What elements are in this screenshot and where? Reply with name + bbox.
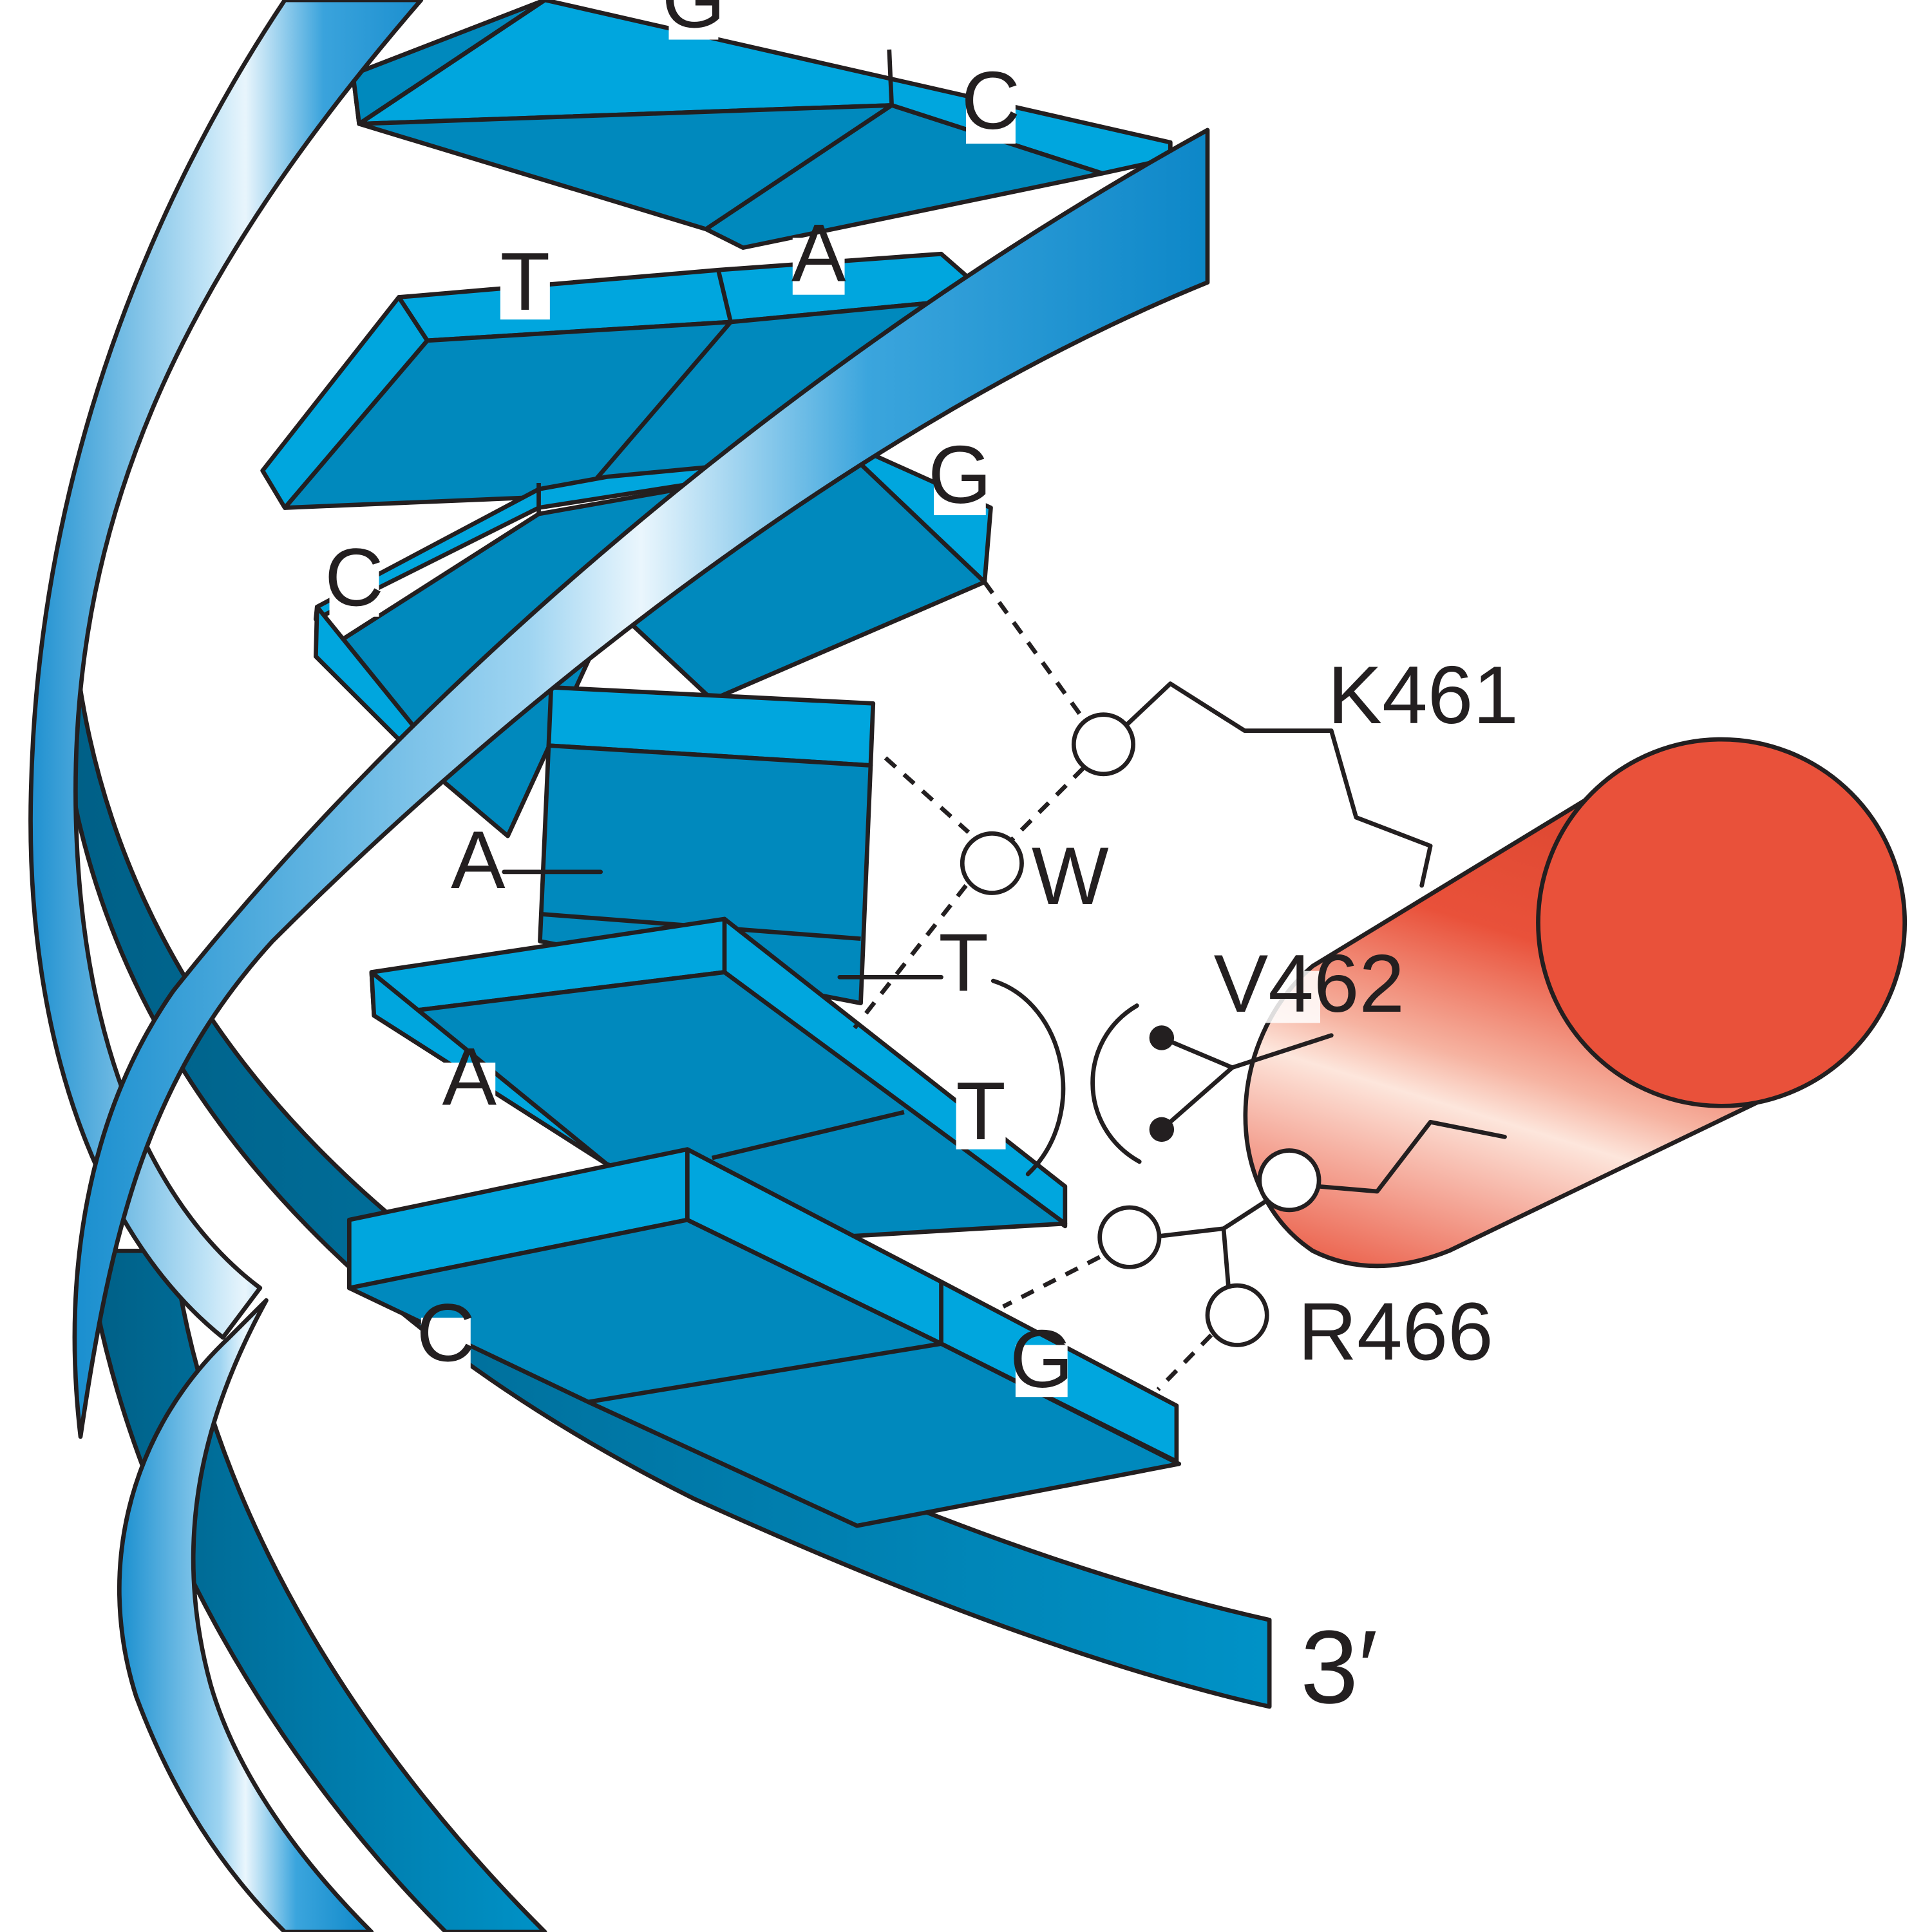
front-strand-middle: [72, 128, 1210, 1439]
base-label-pair1-left: G: [662, 0, 726, 44]
v462-methyl-1: [1149, 1025, 1175, 1050]
r466-atom-1: [1257, 1148, 1321, 1213]
base-label-pair1-right: C: [961, 55, 1021, 146]
k461-side-chain: [1124, 681, 1433, 888]
base-label-pair6-right: G: [1010, 1313, 1074, 1405]
v462-methyl-2: [1149, 1117, 1175, 1142]
label-3-prime: 3′: [1300, 1609, 1378, 1725]
base-label-pair3-left: C: [325, 531, 384, 623]
k461-amine-atom: [1071, 712, 1135, 777]
vdw-arc-dna: [990, 978, 1066, 1177]
base-labels: G C T A C G A T A T C G: [325, 0, 1074, 1405]
protein-alpha-helix: [1243, 737, 1908, 1269]
label-water: W: [1032, 830, 1109, 922]
r466-atom-3: [1205, 1283, 1269, 1347]
water-atom: [960, 831, 1024, 895]
vdw-arc-protein: [1090, 1003, 1142, 1164]
base-pair-1: [350, 0, 1173, 250]
base-label-pair2-right: A: [791, 207, 846, 299]
contacts: [853, 580, 1507, 1392]
back-strand-backbone: [57, 641, 1272, 1709]
base-label-pair4-right: T: [938, 916, 989, 1008]
label-r466: R466: [1298, 1286, 1493, 1378]
front-strand-upper: [28, 0, 424, 1340]
base-pair-6: [346, 1147, 1182, 1528]
base-label-pair4-left: A: [451, 814, 506, 905]
base-label-pair6-left: C: [416, 1287, 475, 1378]
r466-side-chain: [1316, 1119, 1507, 1194]
base-label-pair5-left: A: [442, 1030, 497, 1122]
base-label-pair3-right: G: [928, 429, 992, 520]
base-label-pair2-left: T: [500, 236, 551, 327]
base-label-pair5-right: T: [956, 1065, 1006, 1157]
r466-atom-2: [1097, 1205, 1162, 1269]
label-k461: K461: [1328, 649, 1519, 741]
label-v462: V462: [1214, 938, 1405, 1029]
